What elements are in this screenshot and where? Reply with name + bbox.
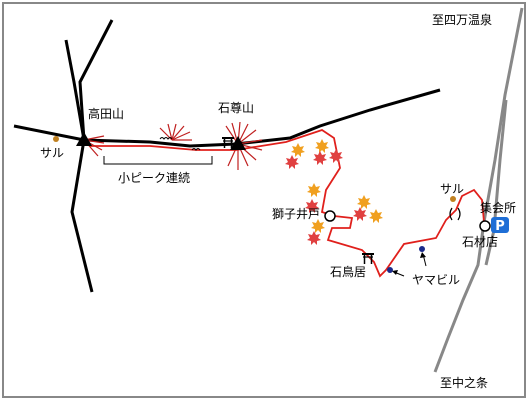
arrow-head-icon (392, 270, 398, 275)
label-meeting-hall: 集会所 (480, 200, 516, 215)
monkey-left-dot (53, 136, 59, 142)
roads (433, 7, 524, 373)
label-to-nakanojo: 至中之条 (440, 375, 488, 390)
label-ishi-torii: 石鳥居 (330, 264, 366, 279)
hiking-trail (90, 129, 485, 278)
road-east-branch (484, 99, 508, 266)
label-yamabiru: ヤマビル (412, 273, 460, 287)
road-north-east (433, 7, 524, 373)
parking-icon (491, 217, 509, 233)
leech-dot-1 (387, 267, 393, 273)
label-sekison-san: 石尊山 (218, 100, 254, 115)
parking-label: P (495, 219, 505, 234)
peak-sekison-icon (230, 136, 246, 150)
ridge-south (70, 139, 94, 293)
monkey-right-dot (450, 196, 456, 202)
label-to-shimanto-onsen: 至四万温泉 (432, 13, 492, 27)
label-shishi-ido: 獅子井戸 (272, 207, 320, 221)
ridge-west (13, 124, 85, 142)
label-stone-shop: 石材店 (462, 235, 498, 249)
arrow-head-icon (420, 252, 426, 258)
label-saru-left: サル (40, 146, 64, 160)
label-small-peaks: 小ピーク連続 (118, 171, 190, 185)
label-takata-yama: 高田山 (88, 106, 124, 121)
ridge-main (83, 88, 441, 148)
bridge-icon (449, 207, 461, 221)
label-saru-right: サル (440, 182, 464, 196)
leech-dot-2 (419, 246, 425, 252)
minor-bumps (159, 137, 201, 151)
ridges (13, 19, 441, 293)
stone-shop-circle-icon (479, 220, 491, 232)
small-peaks-bracket (103, 156, 213, 165)
well-circle-icon (324, 210, 336, 222)
peak-takata-icon (76, 132, 92, 146)
map-border (2, 2, 526, 398)
ridge-north-2 (64, 39, 86, 141)
ridge-north-1 (78, 19, 114, 141)
